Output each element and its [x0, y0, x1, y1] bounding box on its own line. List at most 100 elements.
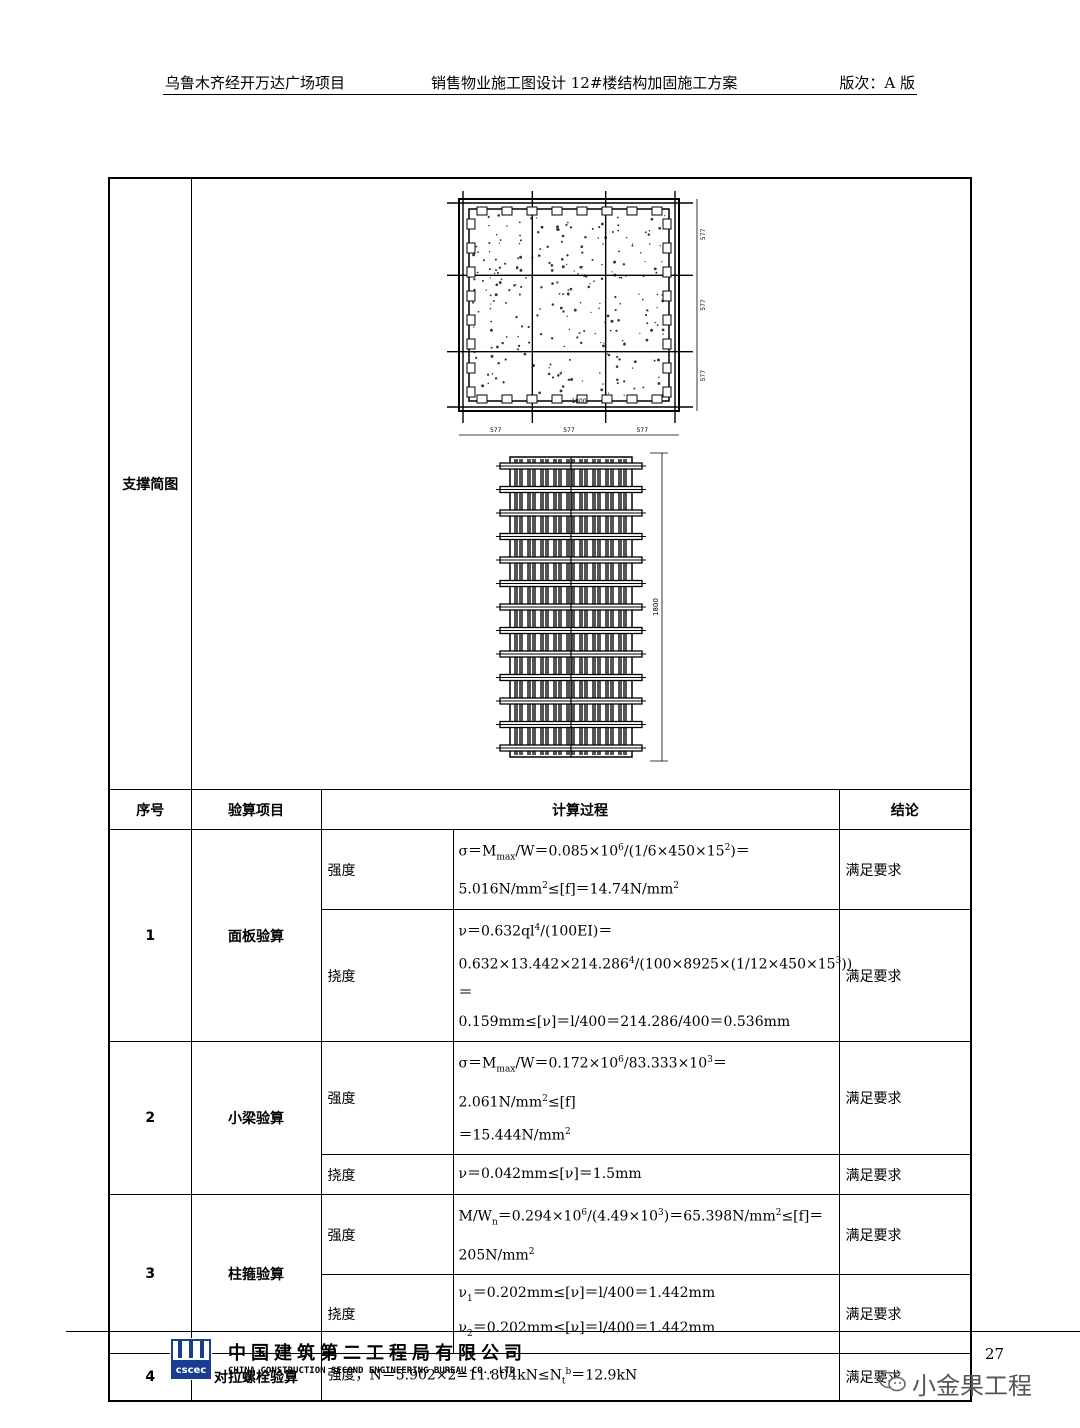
concrete-speckle — [648, 229, 650, 232]
concrete-speckle — [489, 320, 492, 323]
concrete-speckle — [656, 293, 658, 296]
concrete-speckle — [567, 289, 569, 291]
batten — [576, 394, 587, 404]
concrete-speckle — [615, 365, 618, 368]
concrete-speckle — [564, 224, 566, 226]
dimension-label: 577 — [700, 299, 707, 311]
concrete-speckle — [521, 326, 523, 328]
table-row: 2 小梁验算 强度 σ＝Mmax/W＝0.172×106/83.333×103＝… — [108, 1041, 972, 1196]
concrete-speckle — [490, 346, 493, 349]
concrete-speckle — [488, 268, 491, 271]
concrete-speckle — [566, 221, 569, 224]
col-header-conclusion: 结论 — [838, 789, 972, 830]
concrete-speckle — [631, 243, 633, 245]
concrete-speckle — [602, 342, 604, 344]
concrete-speckle — [494, 293, 498, 297]
col-header-item: 验算项目 — [190, 789, 322, 830]
concrete-speckle — [500, 341, 504, 345]
concrete-speckle — [518, 242, 520, 245]
concrete-speckle — [491, 372, 493, 375]
concrete-speckle — [536, 231, 539, 234]
concrete-speckle — [579, 245, 583, 249]
batten — [662, 242, 671, 254]
concrete-speckle — [639, 252, 642, 254]
batten — [466, 386, 475, 398]
concrete-speckle — [601, 344, 605, 348]
conclusion: 满足要求 — [838, 1041, 972, 1156]
concrete-speckle — [641, 298, 644, 301]
company-name-cn: 中国建筑第二工程局有限公司 — [228, 1343, 527, 1364]
concrete-speckle — [622, 380, 625, 383]
concrete-speckle — [575, 336, 578, 339]
concrete-speckle — [606, 314, 609, 318]
concrete-speckle — [656, 307, 658, 309]
concrete-speckle — [547, 372, 550, 376]
calc-process: ν＝0.042mm≤[ν]＝1.5mm — [452, 1154, 840, 1196]
batten — [526, 206, 537, 216]
concrete-speckle — [653, 267, 657, 271]
col-header-no: 序号 — [108, 789, 192, 830]
dimension-label: 577 — [563, 427, 575, 434]
batten — [466, 242, 475, 254]
concrete-speckle — [500, 278, 502, 281]
concrete-speckle — [489, 328, 493, 332]
concrete-speckle — [576, 273, 579, 275]
concrete-speckle — [661, 328, 664, 332]
concrete-speckle — [519, 268, 522, 272]
concrete-speckle — [599, 388, 603, 392]
concrete-speckle — [550, 282, 554, 285]
concrete-speckle — [495, 233, 497, 236]
batten — [601, 206, 612, 216]
concrete-speckle — [487, 215, 490, 218]
concrete-speckle — [600, 277, 603, 281]
concrete-speckle — [616, 318, 620, 322]
batten — [662, 290, 671, 302]
concrete-speckle — [616, 224, 619, 227]
concrete-speckle — [498, 242, 500, 244]
concrete-speckle — [471, 253, 475, 257]
concrete-speckle — [504, 358, 507, 361]
concrete-speckle — [657, 226, 661, 230]
concrete-speckle — [493, 272, 495, 275]
concrete-speckle — [559, 389, 562, 393]
concrete-speckle — [597, 226, 600, 229]
concrete-speckle — [616, 229, 619, 232]
concrete-speckle — [660, 261, 663, 263]
concrete-speckle — [645, 338, 648, 342]
column-concrete-section — [467, 208, 670, 402]
concrete-speckle — [656, 358, 660, 362]
concrete-speckle — [601, 243, 604, 245]
concrete-speckle — [505, 225, 508, 227]
concrete-speckle — [611, 230, 614, 234]
diagram-label: 支撑简图 — [108, 177, 192, 790]
concrete-speckle — [504, 301, 507, 304]
conclusion: 满足要求 — [838, 1352, 972, 1402]
concrete-speckle — [516, 348, 519, 351]
concrete-speckle — [653, 321, 656, 324]
batten — [626, 394, 637, 404]
concrete-speckle — [550, 269, 554, 272]
concrete-speckle — [589, 311, 592, 314]
concrete-speckle — [555, 225, 559, 229]
conclusion: 满足要求 — [838, 909, 972, 1043]
batten — [576, 206, 587, 216]
concrete-speckle — [495, 345, 499, 349]
concrete-speckle — [632, 387, 635, 390]
concrete-speckle — [663, 214, 665, 217]
concrete-speckle — [535, 314, 539, 317]
calc-process: ν1＝0.202mm≤[ν]＝l/400＝1.442mm ν2＝0.202mm≤… — [452, 1274, 840, 1354]
concrete-speckle — [641, 386, 644, 389]
concrete-speckle — [644, 313, 647, 317]
concrete-speckle — [566, 293, 570, 296]
batten — [662, 266, 671, 278]
concrete-speckle — [573, 270, 575, 272]
calc-process: σ＝Mmax/W＝0.085×106/(1/6×450×152)＝ 5.016N… — [452, 828, 840, 911]
concrete-speckle — [561, 293, 564, 296]
concrete-speckle — [482, 259, 485, 262]
concrete-speckle — [550, 264, 553, 267]
conclusion: 满足要求 — [838, 1274, 972, 1354]
concrete-speckle — [568, 358, 571, 361]
conclusion: 满足要求 — [838, 1154, 972, 1196]
